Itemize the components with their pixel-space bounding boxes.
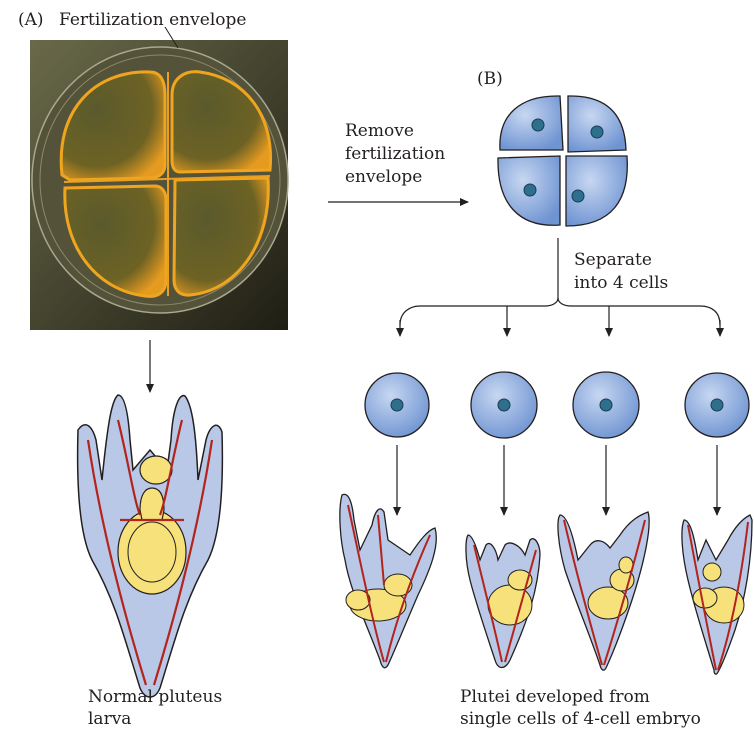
separate-label-line1: Separate (574, 249, 652, 271)
embryo-photo (30, 40, 288, 330)
remove-envelope-label-line1: Remove (345, 120, 414, 142)
pluteus-4 (682, 515, 752, 674)
plutei-caption-line2: single cells of 4-cell embryo (460, 708, 701, 730)
separate-label-line2: into 4 cells (574, 272, 668, 294)
normal-larva-caption-line2: larva (88, 708, 131, 730)
panel-a-letter: (A) (18, 9, 44, 31)
pluteus-2 (466, 535, 540, 668)
panel-b-letter: (B) (477, 68, 503, 90)
separated-cell-3 (573, 372, 639, 438)
remove-envelope-label-line3: envelope (345, 166, 422, 188)
plutei-caption-line1: Plutei developed from (460, 686, 650, 708)
separated-cell-2 (471, 372, 537, 438)
separated-cell-4 (685, 373, 749, 437)
four-cell-embryo (498, 96, 627, 226)
fertilization-envelope-label: Fertilization envelope (59, 9, 246, 31)
normal-pluteus-larva (78, 395, 223, 697)
separated-cell-1 (365, 373, 429, 437)
remove-envelope-label-line2: fertilization (345, 143, 445, 165)
normal-larva-caption-line1: Normal pluteus (88, 686, 222, 708)
pluteus-3 (558, 512, 649, 670)
pluteus-1 (340, 494, 436, 667)
separation-bracket (400, 238, 720, 336)
